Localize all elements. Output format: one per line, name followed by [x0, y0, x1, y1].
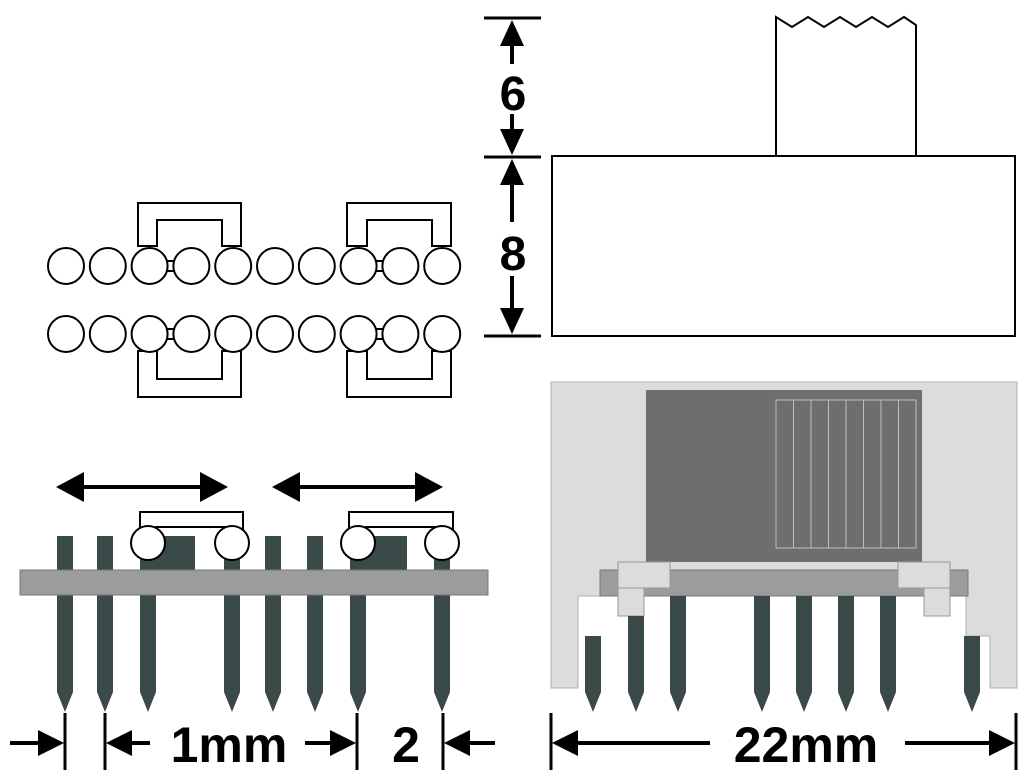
- width-label: 22mm: [734, 717, 879, 773]
- contact-circle: [88, 315, 127, 353]
- slide-direction-arrows: [56, 472, 443, 502]
- cross-section-pins: [585, 596, 980, 712]
- contact-circles: [47, 247, 462, 353]
- contact-circle: [256, 247, 294, 285]
- contact-circle: [297, 247, 336, 285]
- pin: [838, 596, 854, 712]
- contact-circle: [297, 315, 336, 353]
- actuator-block: [646, 390, 922, 562]
- pin: [964, 636, 980, 712]
- side-view: [551, 15, 1016, 337]
- pin: [307, 536, 323, 712]
- contact-circle: [339, 315, 378, 353]
- upper-slider-bracket-right: [346, 202, 452, 247]
- contact-circle: [130, 315, 169, 353]
- contact-circle: [47, 247, 85, 285]
- pitch-dimension: [10, 713, 495, 770]
- contact-circle: [339, 247, 378, 285]
- pin: [434, 536, 450, 712]
- pin: [265, 536, 281, 712]
- contact-circle: [256, 315, 294, 353]
- contact-circle: [130, 247, 169, 285]
- pin: [224, 536, 240, 712]
- contact-circle: [88, 247, 127, 285]
- pin: [880, 596, 896, 712]
- actuator-ridges: [775, 399, 917, 549]
- switch-body-outline: [551, 155, 1016, 337]
- actuator-knob-outline: [775, 15, 917, 156]
- pin: [670, 596, 686, 712]
- pin: [628, 616, 644, 712]
- contact-circle: [423, 247, 462, 285]
- contact-circle: [381, 247, 420, 285]
- front-view-sliders: [130, 511, 460, 572]
- contact-schematic: [137, 202, 452, 398]
- pin: [754, 596, 770, 712]
- pin: [57, 536, 73, 712]
- contact-circle: [381, 315, 420, 353]
- pin: [97, 536, 113, 712]
- height-body-label: 8: [500, 228, 527, 281]
- gap-label: 2: [392, 717, 420, 773]
- pin: [585, 636, 601, 712]
- lower-slider-bracket-right: [346, 350, 452, 398]
- contact-circle: [172, 247, 211, 285]
- height-top-label: 6: [500, 68, 527, 121]
- contact-circle: [214, 247, 253, 285]
- lower-slider-bracket-left: [137, 350, 242, 398]
- pin: [796, 596, 812, 712]
- pitch-label: 1mm: [171, 717, 288, 773]
- width-dimension: [549, 713, 1018, 770]
- contact-circle: [214, 315, 253, 353]
- upper-slider-bracket-left: [137, 202, 242, 247]
- cross-section: [550, 381, 1018, 712]
- contact-circle: [423, 315, 462, 353]
- pcb-board: [19, 569, 489, 596]
- contact-circle: [172, 315, 211, 353]
- contact-circle: [47, 315, 85, 353]
